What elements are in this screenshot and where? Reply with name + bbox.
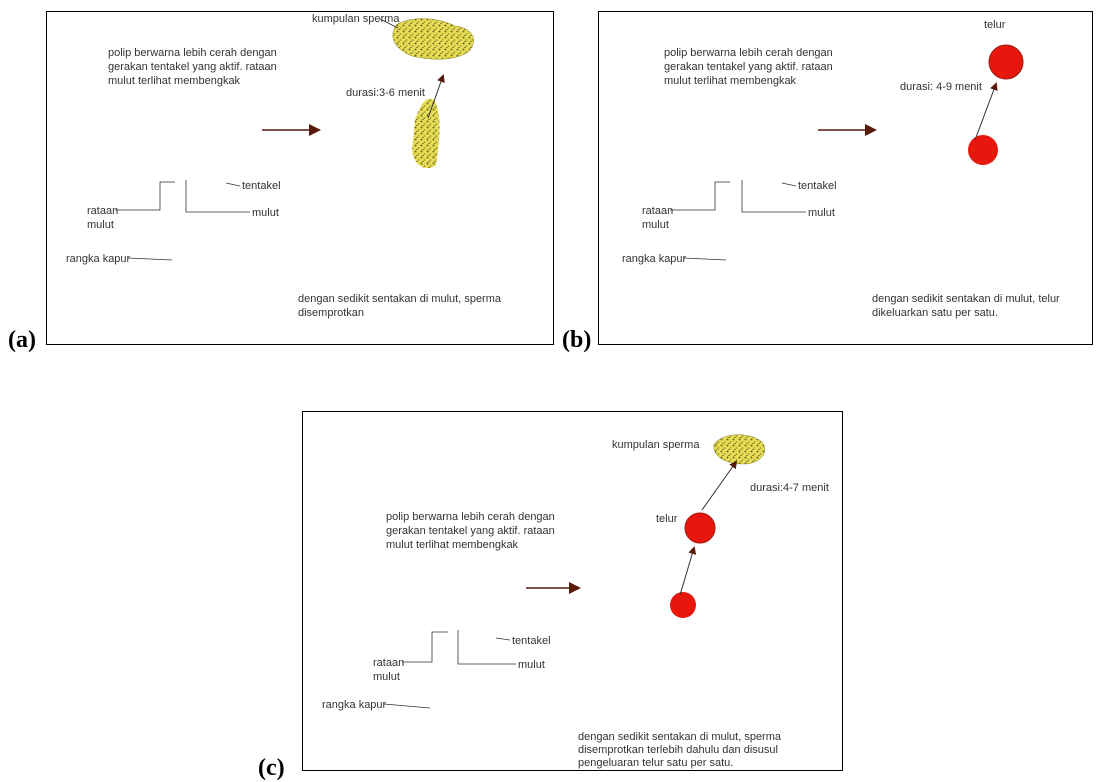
caption-line-2: gerakan tentakel yang aktif. rataan xyxy=(386,525,555,537)
caption-line-3: mulut terlihat membengkak xyxy=(386,539,519,551)
caption-line-1: polip berwarna lebih cerah dengan xyxy=(108,47,277,59)
mouth-label: mulut xyxy=(252,207,279,219)
duration-label: durasi: 4-9 menit xyxy=(900,81,982,93)
caption-line-1: polip berwarna lebih cerah dengan xyxy=(664,47,833,59)
footer-line-3: pengeluaran telur satu per satu. xyxy=(578,757,733,769)
footer-line-2: disemprotkan terlebih dahulu dan disusul xyxy=(578,744,778,756)
sperm-label: kumpulan sperma xyxy=(312,13,400,25)
footer-line-2: dikeluarkan satu per satu. xyxy=(872,307,998,319)
mouth-label: mulut xyxy=(518,659,545,671)
footer-line-1: dengan sedikit sentakan di mulut, sperma xyxy=(298,293,502,305)
oral-disc-label-2: mulut xyxy=(373,671,400,683)
footer-line-1: dengan sedikit sentakan di mulut, sperma xyxy=(578,731,782,743)
oral-disc-label-2: mulut xyxy=(642,219,669,231)
caption-line-3: mulut terlihat membengkak xyxy=(108,75,241,87)
caption-line-2: gerakan tentakel yang aktif. rataan xyxy=(108,61,277,73)
sperm-cluster xyxy=(714,435,765,464)
egg-emerging xyxy=(670,592,696,618)
panel-c-diagram: polip berwarna lebih cerah dengan geraka… xyxy=(322,435,829,769)
egg xyxy=(685,513,715,543)
tentacle-label: tentakel xyxy=(512,635,551,647)
egg xyxy=(989,45,1023,79)
egg-emerging xyxy=(968,135,998,165)
caption-line-3: mulut terlihat membengkak xyxy=(664,75,797,87)
duration-label: durasi:4-7 menit xyxy=(750,482,829,494)
mouth-label: mulut xyxy=(808,207,835,219)
duration-label: durasi:3-6 menit xyxy=(346,87,425,99)
sperm-label: kumpulan sperma xyxy=(612,439,700,451)
footer-line-1: dengan sedikit sentakan di mulut, telur xyxy=(872,293,1060,305)
footer-line-2: disemprotkan xyxy=(298,307,364,319)
tentacle-label: tentakel xyxy=(798,180,837,192)
skeleton-label: rangka kapur xyxy=(66,253,131,265)
caption-line-2: gerakan tentakel yang aktif. rataan xyxy=(664,61,833,73)
skeleton-label: rangka kapur xyxy=(622,253,687,265)
sperm-column xyxy=(412,99,440,169)
sperm-cluster xyxy=(393,19,474,60)
oral-disc-label-1: rataan xyxy=(373,657,404,669)
tentacle-label: tentakel xyxy=(242,180,281,192)
oral-disc-label-2: mulut xyxy=(87,219,114,231)
caption-line-1: polip berwarna lebih cerah dengan xyxy=(386,511,555,523)
panel-b-diagram: polip berwarna lebih cerah dengan geraka… xyxy=(622,19,1060,319)
skeleton-label: rangka kapur xyxy=(322,699,387,711)
panel-a-diagram: polip berwarna lebih cerah dengan geraka… xyxy=(66,13,502,319)
egg-label: telur xyxy=(656,513,678,525)
oral-disc-label-1: rataan xyxy=(87,205,118,217)
oral-disc-label-1: rataan xyxy=(642,205,673,217)
egg-label: telur xyxy=(984,19,1006,31)
